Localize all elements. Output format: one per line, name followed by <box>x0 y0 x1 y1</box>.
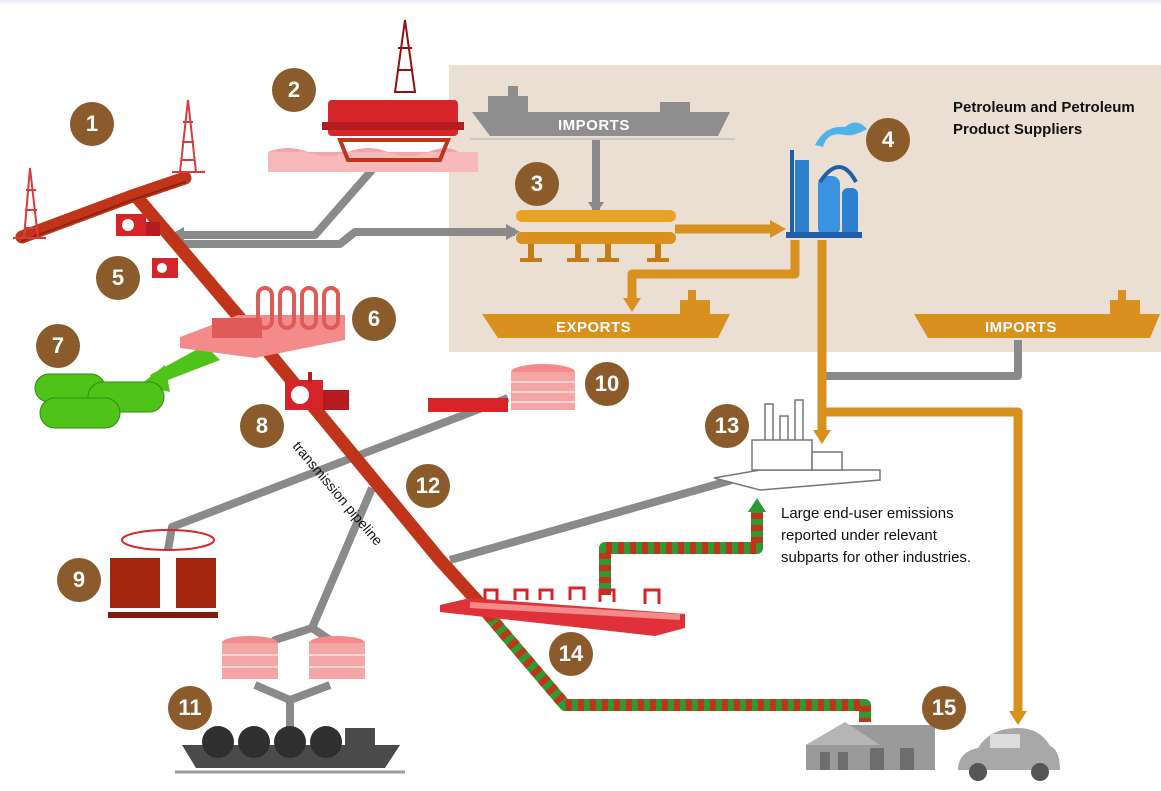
number-badge-14: 14 <box>549 632 593 676</box>
region-heading: Petroleum and Petroleum Product Supplier… <box>953 99 1135 138</box>
lng-ship <box>175 726 405 774</box>
refinery <box>786 122 867 238</box>
crude-storage-pipes <box>516 210 676 262</box>
compressor-station-b <box>152 258 178 278</box>
import-arrow <box>588 202 604 214</box>
number-badge-2: 2 <box>272 68 316 112</box>
product-arrows <box>623 220 1027 725</box>
compressor-station-c <box>285 372 349 410</box>
number-badge-7: 7 <box>36 324 80 368</box>
number-badge-5: 5 <box>96 256 140 300</box>
distribution-lines <box>475 510 871 722</box>
distribution-station <box>440 586 685 636</box>
product-lines <box>627 224 1023 715</box>
storage-facility-10 <box>428 364 575 412</box>
imports-ship-right: IMPORTS <box>914 290 1160 338</box>
number-badge-9: 9 <box>57 558 101 602</box>
propane-tanks <box>34 373 165 429</box>
number-badge-6: 6 <box>352 297 396 341</box>
imports-top-label: IMPORTS <box>558 117 630 134</box>
number-badge-3: 3 <box>515 162 559 206</box>
power-plant <box>713 399 881 491</box>
gas-arrow-right <box>506 224 520 240</box>
distribution-arrow <box>748 498 766 512</box>
offshore-platform <box>268 19 478 172</box>
underground-storage <box>108 529 218 618</box>
lng-storage <box>222 636 365 679</box>
number-badge-10: 10 <box>585 362 629 406</box>
number-badge-1: 1 <box>70 102 114 146</box>
transmission-pipeline <box>15 171 497 622</box>
compressor-station-a <box>116 214 160 236</box>
top-bar <box>0 0 1161 6</box>
imports-ship-top: IMPORTS <box>470 86 735 140</box>
car <box>958 728 1060 781</box>
number-badge-15: 15 <box>922 686 966 730</box>
oil-derrick-left <box>13 167 46 239</box>
oil-derrick-right <box>172 99 205 173</box>
number-badge-12: 12 <box>406 464 450 508</box>
exports-ship: EXPORTS <box>482 290 730 338</box>
processing-plant <box>180 286 345 358</box>
end-user-note: Large end-user emissions reported under … <box>781 505 972 566</box>
number-badge-11: 11 <box>168 686 212 730</box>
number-badge-13: 13 <box>705 404 749 448</box>
imports-right-label: IMPORTS <box>985 319 1057 336</box>
house <box>806 722 935 770</box>
number-badge-8: 8 <box>240 404 284 448</box>
exports-label: EXPORTS <box>556 319 631 336</box>
number-badge-4: 4 <box>866 118 910 162</box>
